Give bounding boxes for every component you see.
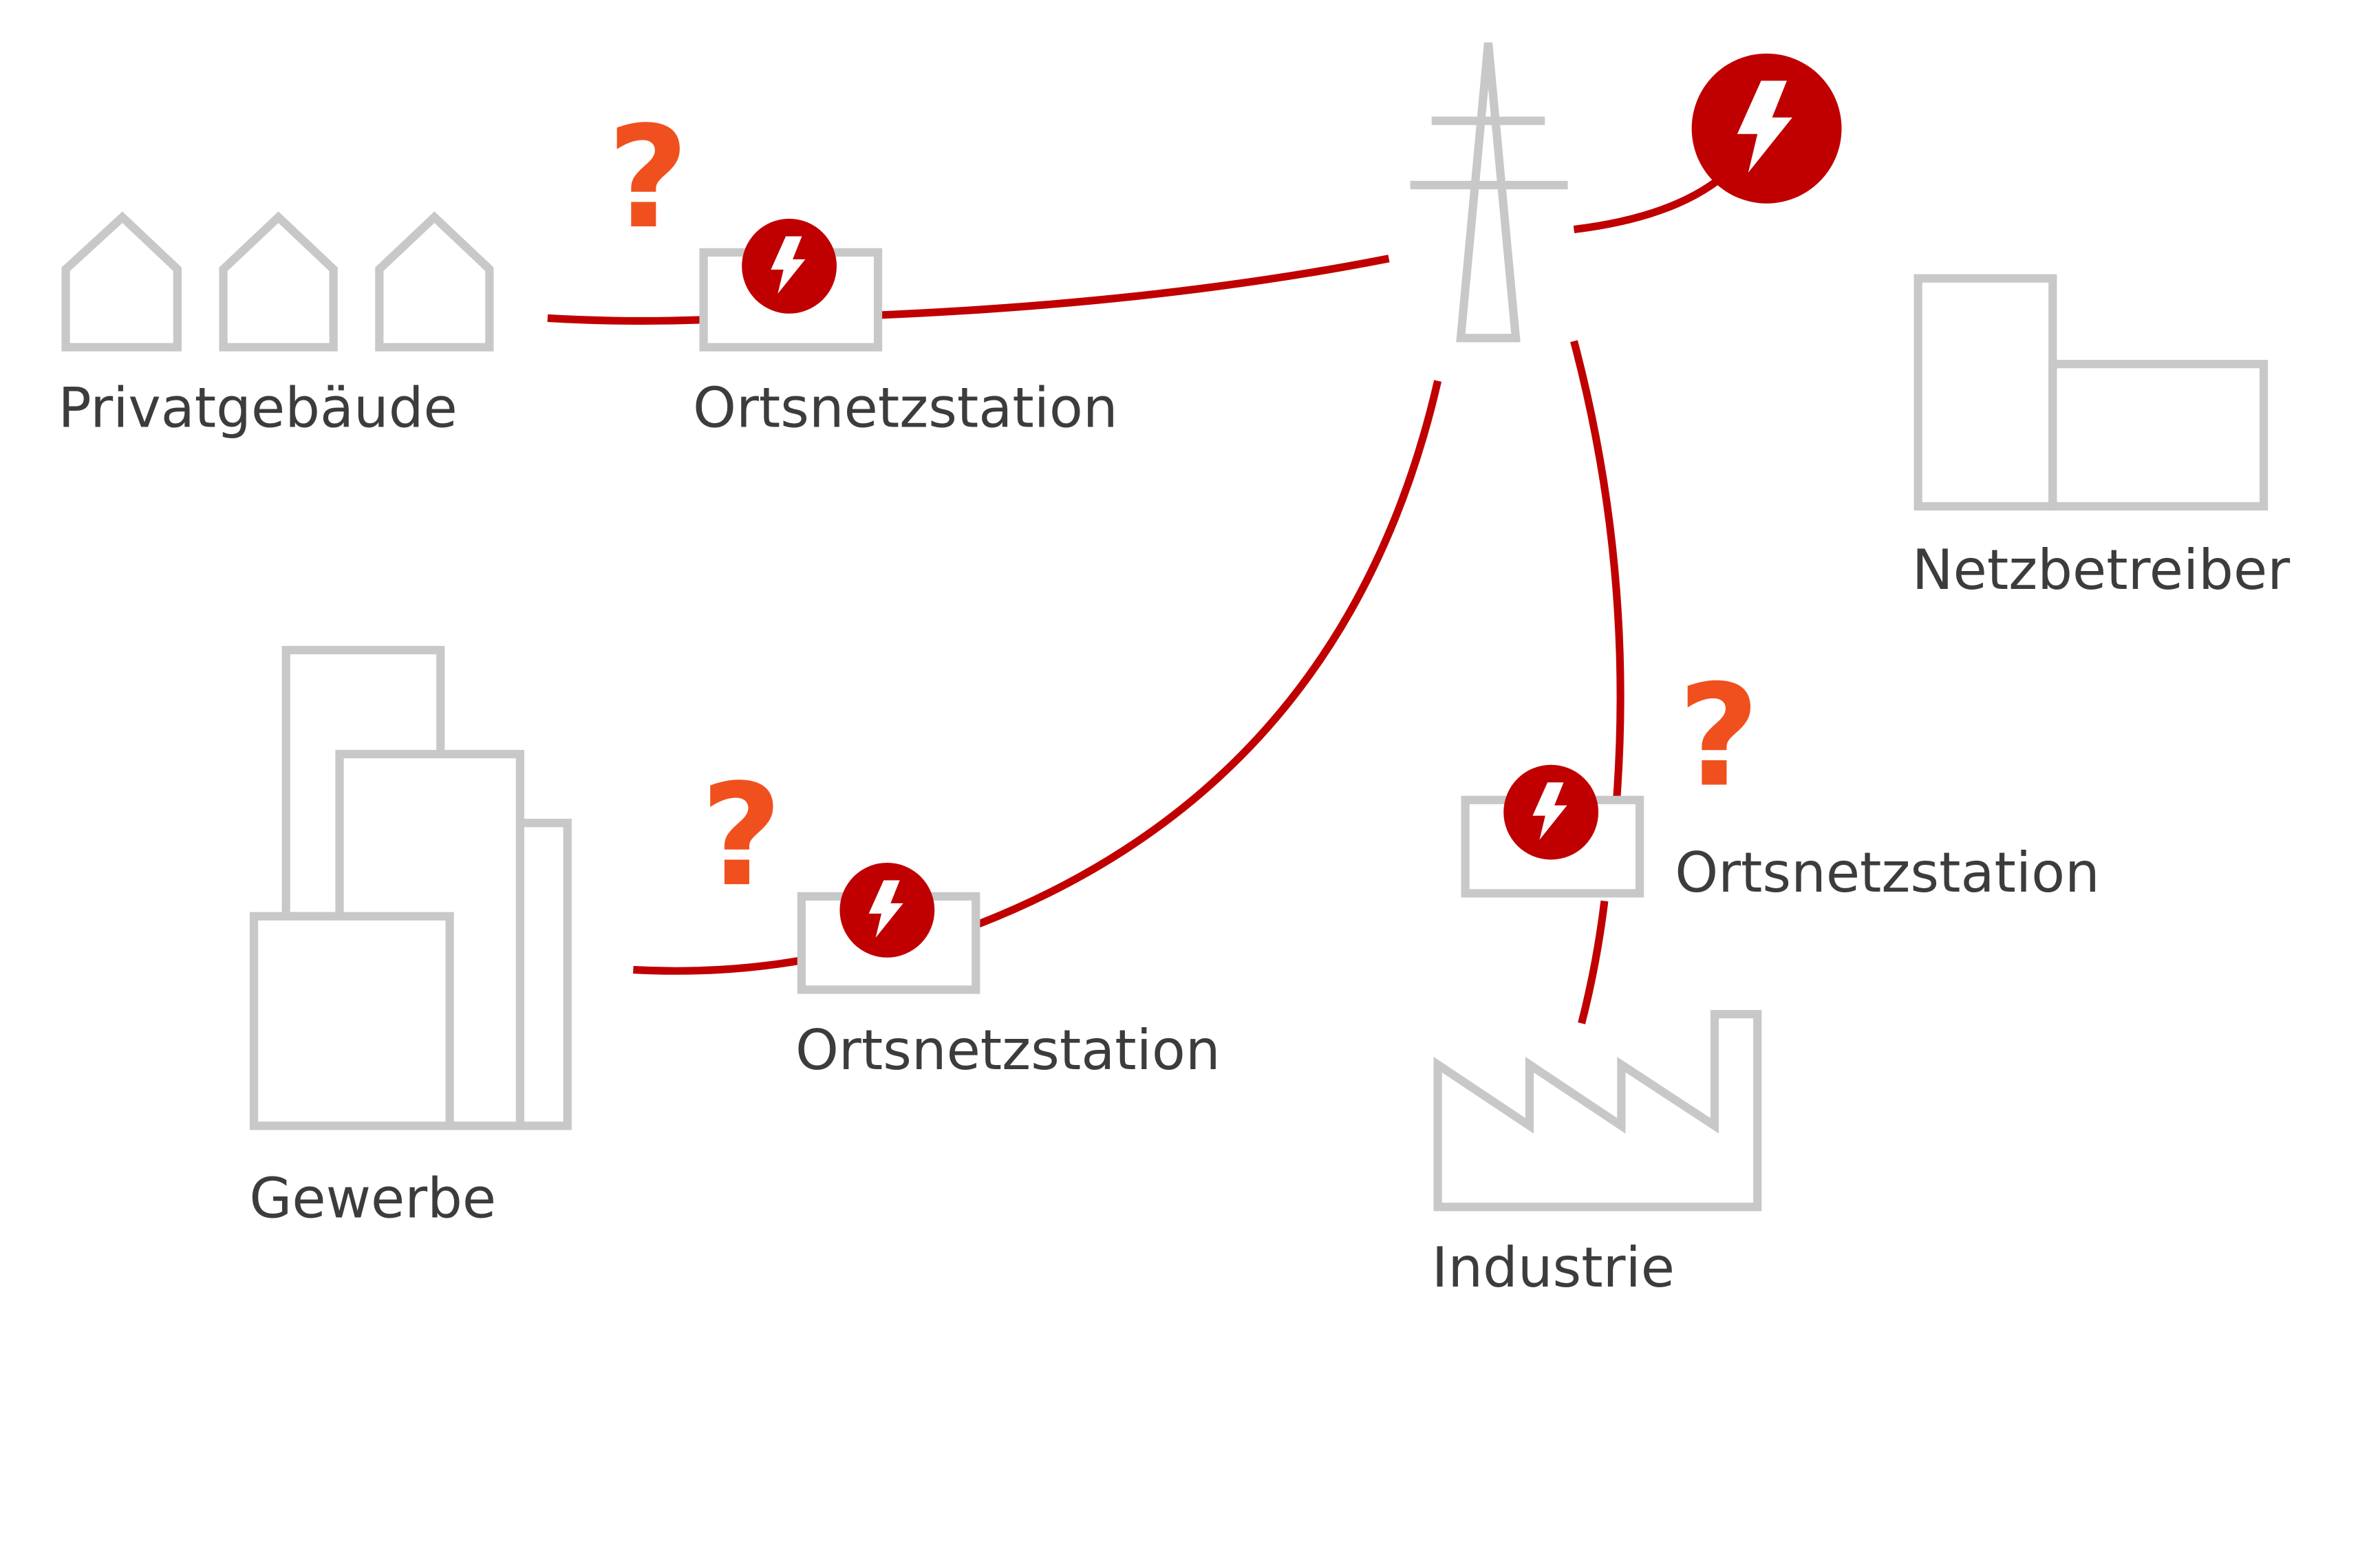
private-houses — [61, 211, 494, 352]
house-outline-icon — [375, 211, 494, 352]
substation-top — [699, 218, 883, 352]
label-private-buildings: Privatgebäude — [58, 376, 457, 440]
substation-right — [1461, 764, 1644, 898]
lightning-bolt-icon — [771, 236, 806, 294]
label-substation-top: Ortsnetzstation — [693, 376, 1118, 440]
question-mark-top: ? — [608, 96, 689, 260]
label-grid-operator: Netzbetreiber — [1912, 538, 2290, 602]
power-pylon-icon — [1410, 42, 1568, 343]
line-substation-to-pylon — [879, 255, 1390, 319]
factory-icon — [1433, 1009, 1762, 1212]
lightning-bolt-icon — [868, 880, 903, 938]
line-pylon-to-operator — [1573, 171, 1728, 234]
house-outline-icon — [219, 211, 338, 352]
label-substation-bottom-left: Ortsnetzstation — [795, 1018, 1221, 1082]
office-building-icon — [1913, 274, 2269, 511]
grid-operator-badge — [1691, 53, 1842, 204]
line-substation-to-industry — [1578, 900, 1609, 1024]
line-commerce-to-substation — [633, 956, 801, 975]
line-pylon-to-right-substation — [1570, 340, 1625, 799]
label-industry: Industrie — [1432, 1236, 1675, 1300]
question-mark-left: ? — [700, 754, 782, 918]
house-outline-icon — [61, 211, 182, 352]
lightning-bolt-icon — [1532, 782, 1567, 840]
label-substation-right: Ortsnetzstation — [1675, 841, 2100, 905]
power-lines — [547, 171, 1728, 1024]
commerce-buildings-icon — [249, 645, 572, 1130]
label-commerce: Gewerbe — [249, 1167, 496, 1231]
line-houses-to-substation — [547, 314, 704, 325]
line-pylon-to-bottom-substation — [977, 380, 1442, 928]
question-mark-right: ? — [1678, 655, 1760, 819]
lightning-bolt-icon — [1737, 80, 1792, 173]
substation-bottom-left — [797, 862, 980, 994]
